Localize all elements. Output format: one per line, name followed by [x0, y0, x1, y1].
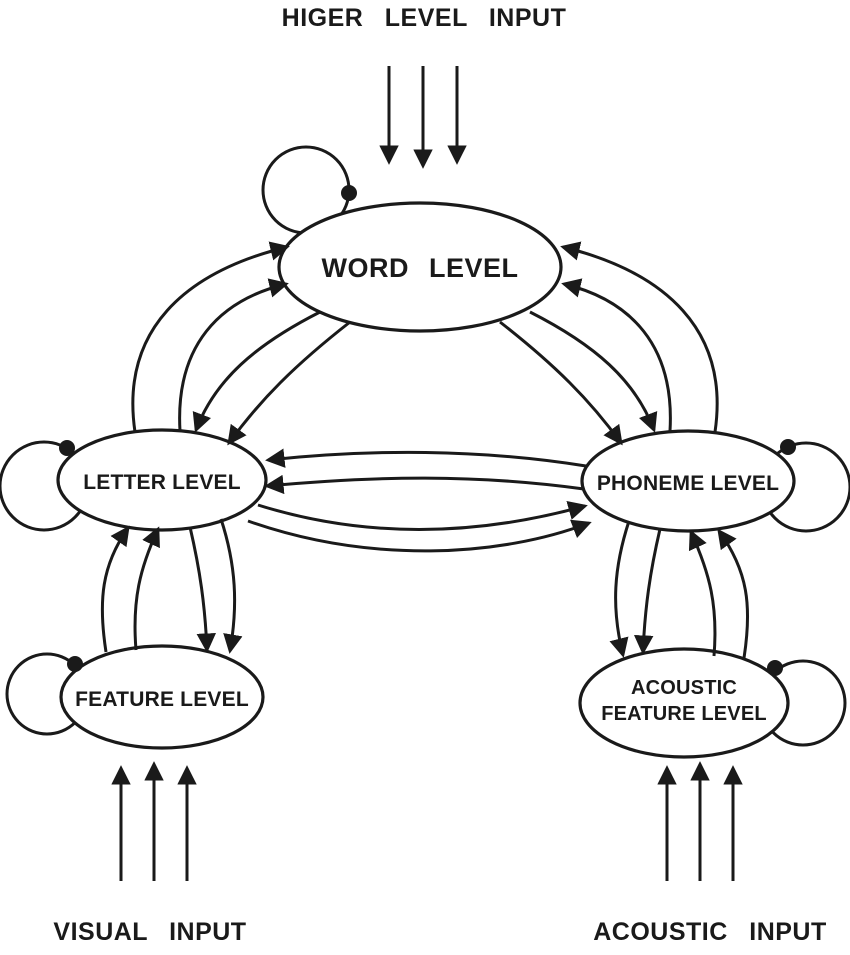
acoustic-feature-level-node: [578, 647, 790, 759]
letter-level-label: LETTER LEVEL: [83, 471, 241, 494]
arrow-letter-to-feature-outer: [219, 518, 243, 654]
feature-level-node: [59, 644, 265, 750]
arrow-acoustic-to-phoneme-inner: [688, 529, 717, 657]
arrow-letter-to-word-inner: [178, 278, 289, 432]
arrow-phoneme-to-word-outer: [560, 241, 719, 433]
input-arrows: [111, 66, 743, 881]
arrow-phoneme-to-acoustic-inner: [633, 528, 662, 655]
phoneme-level-label: PHONEME LEVEL: [597, 472, 779, 495]
arrow-phoneme-to-acoustic-outer: [609, 520, 631, 658]
arrow-letter-to-phoneme-bottom: [247, 519, 592, 553]
arrow-word-to-phoneme-outer: [529, 310, 658, 433]
word-loop-dot: [341, 185, 357, 201]
arrow-letter-to-word-outer: [131, 241, 290, 433]
arrow-acoustic-to-phoneme-outer: [717, 528, 750, 659]
labels: HIGER LEVEL INPUT WORD LEVEL LETTER LEVE…: [53, 4, 826, 946]
higher-level-input-label: HIGER LEVEL INPUT: [282, 4, 567, 32]
acoustic-loop-dot: [767, 660, 783, 676]
arrow-word-to-letter-inner: [227, 320, 351, 446]
feature-level-label: FEATURE LEVEL: [75, 688, 249, 711]
visual-input-label: VISUAL INPUT: [53, 918, 246, 946]
arrow-feature-to-letter-inner: [133, 526, 160, 651]
inhibitory-dots: [59, 185, 796, 676]
arrow-word-to-letter-outer: [192, 310, 321, 433]
arrow-word-to-phoneme-inner: [499, 320, 623, 446]
acoustic-input-label: ACOUSTIC INPUT: [593, 918, 827, 946]
arrow-feature-to-letter-outer: [100, 525, 130, 653]
word-level-label: WORD LEVEL: [322, 253, 519, 283]
arrow-phoneme-to-letter-top: [265, 448, 587, 468]
acoustic-feature-level-label-line1: ACOUSTIC: [631, 677, 737, 699]
feature-loop-dot: [67, 656, 83, 672]
arrow-letter-to-feature-inner: [188, 526, 217, 653]
arrow-phoneme-to-word-inner: [561, 278, 672, 432]
connections: [100, 241, 750, 659]
phoneme-loop-dot: [780, 439, 796, 455]
word-level-node: [277, 201, 563, 333]
acoustic-feature-level-label-line2: FEATURE LEVEL: [601, 703, 767, 725]
arrow-phoneme-to-letter-mid: [264, 474, 585, 495]
letter-loop-dot: [59, 440, 75, 456]
arrow-letter-to-phoneme-mid: [257, 501, 588, 532]
phoneme-level-node: [580, 429, 796, 533]
